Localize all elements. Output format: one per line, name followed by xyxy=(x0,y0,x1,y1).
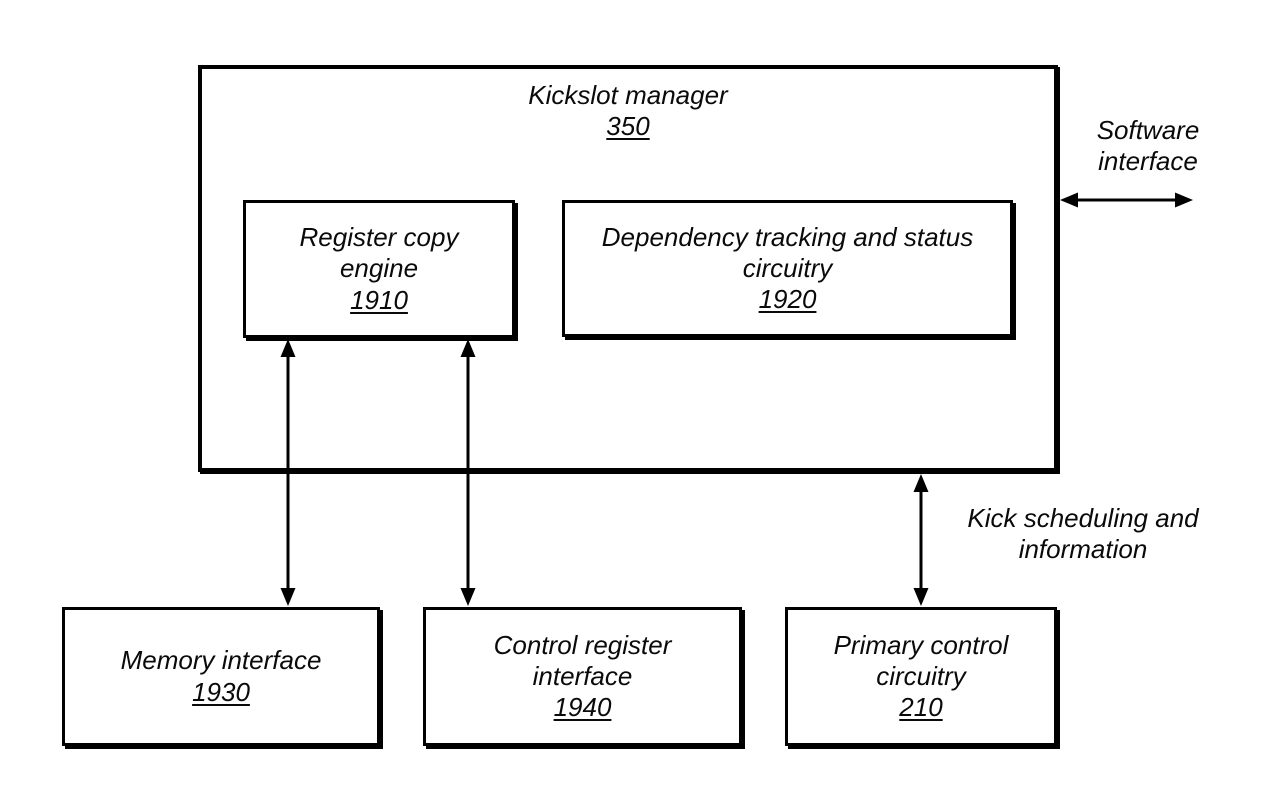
box-ref-number: 1920 xyxy=(758,284,817,315)
annotation-line: Software xyxy=(1096,115,1200,145)
kick-scheduling-label: Kick scheduling and information xyxy=(938,503,1228,565)
software-interface-arrow xyxy=(1060,192,1193,208)
box-title-line: engine xyxy=(339,253,419,284)
kickslot-manager-title: Kickslot manager 350 xyxy=(202,80,1054,142)
box-title-line: Kickslot manager xyxy=(528,80,728,110)
box-title-line: circuitry xyxy=(742,252,833,283)
kickslot-to-primary-control-arrow xyxy=(913,474,929,606)
register-copy-engine-box: Register copy engine 1910 xyxy=(243,200,515,338)
box-title-line: Memory interface xyxy=(120,645,322,676)
box-ref-number: 210 xyxy=(899,692,943,723)
memory-interface-box: Memory interface 1930 xyxy=(62,607,380,746)
box-title-line: Primary control xyxy=(833,629,1009,660)
control-register-interface-box: Control register interface 1940 xyxy=(423,607,742,746)
annotation-line: Kick scheduling and xyxy=(967,503,1199,533)
box-title-line: Register copy xyxy=(299,222,459,253)
box-ref-number: 350 xyxy=(606,111,650,142)
box-title-line: interface xyxy=(532,660,633,691)
software-interface-label: Software interface xyxy=(1078,115,1218,177)
box-title-line: Dependency tracking and status xyxy=(601,221,974,252)
box-ref-number: 1910 xyxy=(350,284,408,315)
dependency-tracking-status-box: Dependency tracking and status circuitry… xyxy=(562,200,1013,337)
box-title-line: Control register xyxy=(493,629,672,660)
box-title-line: circuitry xyxy=(876,660,966,691)
box-ref-number: 1930 xyxy=(192,676,250,707)
primary-control-circuitry-box: Primary control circuitry 210 xyxy=(785,607,1057,746)
annotation-line: information xyxy=(1018,534,1148,565)
annotation-line: interface xyxy=(1098,146,1198,177)
box-ref-number: 1940 xyxy=(553,692,612,723)
